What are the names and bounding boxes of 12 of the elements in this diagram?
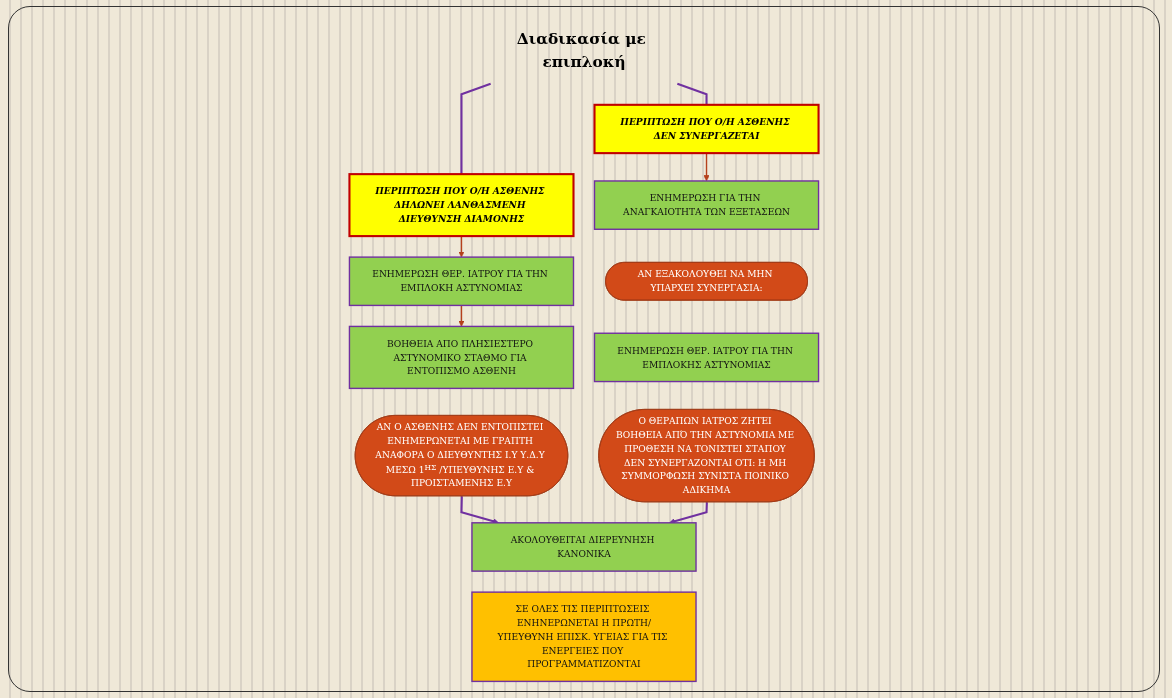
node-box: ΠΕΡΙΠΤΩΣΗ ΠΟΥ Ο/Η ΑΣΘΕΝΗΣ ΔΕΝ ΣΥΝΕΡΓΑΖΕΤΑΙ xyxy=(593,103,820,155)
node-box: ΕΝΗΜΕΡΩΣΗ ΘΕΡ. ΙΑΤΡΟΥ ΓΙΑ ΤΗΝ ΕΜΠΛΟΚΗΣ ΑΣΤΥΝΟΜΙΑΣ xyxy=(593,332,820,383)
node-box: ΒΟΗΘΕΙΑ ΑΠΟ ΠΛΗΣΙΕΣΤΕΡΟ ΑΣΤΥΝΟΜΙΚΟ ΣΤΑΘΜΟ ΓΙΑ ΕΝΤΟΠΙΣΜΟ ΑΣΘΕΝΗ xyxy=(348,325,575,390)
node-box: ΠΕΡΙΠΤΩΣΗ ΠΟΥ Ο/Η ΑΣΘΕΝΗΣ ΔΗΛΩΝΕΙ ΛΑΝΘΑΣΜΕΝΗ ΔΙΕΥΘΥΝΣΗ ΔΙΑΜΟΝΗΣ xyxy=(348,173,575,238)
node-box: ΣΕ ΟΛΕΣ ΤΙΣ ΠΕΡΙΠΤΩΣΕΙΣ ΕΝΗΝΕΡΩΝΕΤΑΙ Η ΠΡΩΤΗ/ΥΠΕΥΘΥΝΗ ΕΠΙΣΚ. ΥΓΕΙΑΣ ΓΙΑ ΤΙΣ ΕΝΕΡΓΕΙΕΣ ΠΟΥ ΠΡΟΓΡΑΜΜΑΤΙΖΟΝΤΑΙ xyxy=(471,591,697,683)
node-box: ΕΝΗΜΕΡΩΣΗ ΓΙΑ ΤΗΝ ΑΝΑΓΚΑΙΟΤΗΤΑ ΤΩΝ ΕΞΕΤΑΣΕΩΝ xyxy=(593,180,820,230)
connector xyxy=(677,82,708,105)
node-text: Διαδικασία με επιπλοκή xyxy=(516,29,646,71)
connector xyxy=(460,82,491,175)
node-box: ΑΚΟΛΟΥΘΕΙΤΑΙ ΔΙΕΡΕΥΝΗΣΗ ΚΑΝΟΝΙΚΑ xyxy=(471,522,697,572)
node-box: ΕΝΗΜΕΡΩΣΗ ΘΕΡ. ΙΑΤΡΟΥ ΓΙΑ ΤΗΝ ΕΜΠΛΟΚΗ ΑΣΤΥΝΟΜΙΑΣ xyxy=(348,256,575,307)
arrow xyxy=(458,304,465,327)
